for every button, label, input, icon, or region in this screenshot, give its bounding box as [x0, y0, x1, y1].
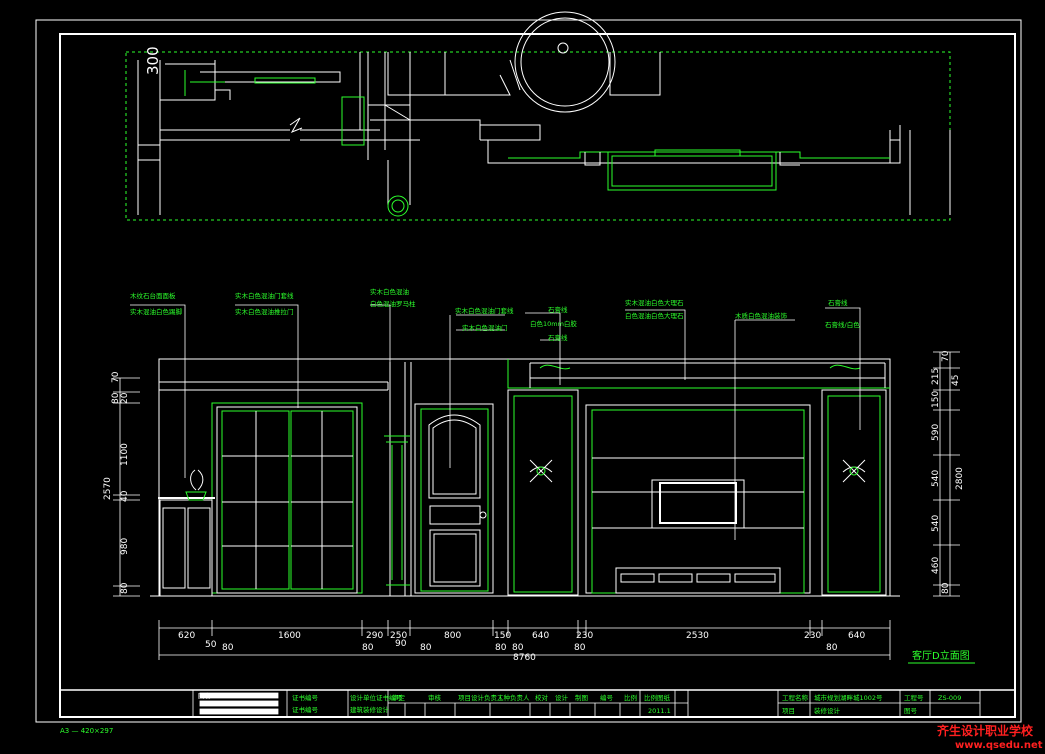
- dim-right-540a: 540: [931, 470, 941, 487]
- elevation-title: 客厅D立面图: [912, 649, 970, 662]
- dim-230-left: 230: [576, 631, 593, 641]
- paper-size: A3 — 420×297: [60, 727, 113, 735]
- note-16: 石膏线/白色: [825, 320, 860, 329]
- tb-header-4: 校对: [535, 693, 549, 702]
- tb-header-5: 设计: [555, 693, 569, 702]
- dim-left-40: 40: [120, 490, 130, 502]
- dim-right-460: 460: [931, 557, 941, 574]
- living-room-elevation: [150, 358, 900, 597]
- dim-left-1100: 1100: [120, 443, 130, 466]
- dim-left-80b: 80: [120, 582, 130, 594]
- tb-no-label: 工程号: [904, 693, 924, 702]
- tb-design-1: 设计单位证书编号: [350, 693, 403, 702]
- dim-80-f: 80: [574, 643, 586, 653]
- annotation-leaders: [130, 304, 861, 540]
- tb-header-8: 比例: [624, 693, 637, 702]
- note-12: 实木混油白色大理石: [625, 298, 684, 307]
- note-13: 白色混油白色大理石: [625, 311, 684, 320]
- tb-item-label: 项目: [782, 707, 795, 715]
- dim-total: 8760: [513, 653, 536, 663]
- note-11: 石膏线: [548, 333, 568, 342]
- note-14: 木质白色混油装饰: [735, 311, 788, 320]
- tb-proj-value: 城市规划湖畔城1002号: [814, 693, 883, 702]
- note-15: 石膏线: [828, 298, 848, 307]
- tb-header-1: 审核: [428, 693, 442, 702]
- note-10: 白色10mm白胶: [530, 319, 577, 328]
- dim-50: 50: [205, 640, 217, 650]
- dim-80-d: 80: [495, 643, 507, 653]
- dim-80-b: 80: [362, 643, 374, 653]
- ceiling-section-plan: [125, 11, 951, 221]
- tb-name-label: 图名: [198, 691, 211, 700]
- dim-left-20: 20: [120, 392, 130, 404]
- dim-80-c: 80: [420, 643, 432, 653]
- dim-230-right: 230: [804, 631, 821, 641]
- dim-left-80: 80: [111, 392, 121, 404]
- tb-design-2: 建筑装修设计: [350, 705, 390, 714]
- tb-proj-label: 工程名称: [782, 693, 809, 702]
- tb-item-value: 装修设计: [814, 706, 841, 715]
- dim-1600: 1600: [278, 631, 301, 641]
- tb-sheet-label: 图号: [904, 707, 918, 715]
- note-1: 木纹石台面面板: [130, 291, 176, 300]
- dim-left-total: 2570: [103, 477, 113, 500]
- dim-80-e: 80: [512, 643, 524, 653]
- note-8: 实木白色混油门: [462, 323, 508, 332]
- tb-header-2: 项目设计负责人: [458, 693, 504, 702]
- dim-620: 620: [178, 631, 195, 641]
- note-7: 实木白色混油门套线: [455, 306, 514, 315]
- dim-290: 290: [366, 631, 383, 641]
- dim-right-215: 215: [931, 368, 941, 385]
- dim-right-45: 45: [951, 375, 961, 386]
- note-5: 实木白色混油: [370, 287, 409, 296]
- title-block-lines: [59, 689, 1016, 718]
- tb-header-3: 工种负责人: [497, 693, 530, 702]
- tb-cert-2: 证书编号: [292, 705, 319, 714]
- tb-cert-1: 证书编号: [292, 693, 319, 702]
- watermark-school: 齐生设计职业学校: [937, 723, 1034, 738]
- tb-header-6: 制图: [575, 693, 588, 702]
- note-4: 实木白色混油推拉门: [235, 307, 294, 316]
- dim-right-70: 70: [941, 350, 951, 362]
- dimension-lines: [113, 351, 960, 660]
- watermark-url: www.qsedu.net: [955, 740, 1043, 751]
- dim-left-70: 70: [111, 371, 121, 383]
- dim-right-590: 590: [931, 424, 941, 441]
- dim-800: 800: [444, 631, 461, 641]
- note-3: 实木白色混油门套线: [235, 291, 294, 300]
- dim-640-right: 640: [848, 631, 865, 641]
- dim-2530: 2530: [686, 631, 709, 641]
- tb-scale-label: 比例图纸: [644, 693, 671, 702]
- note-6: 白色混油罗马柱: [370, 299, 416, 308]
- note-9: 石膏线: [548, 305, 568, 314]
- sheet-outer-frame: [35, 19, 1022, 723]
- tb-date: 2011.1: [648, 707, 671, 715]
- dim-150: 150: [494, 631, 511, 641]
- dim-80-a: 80: [222, 643, 234, 653]
- dim-640-left: 640: [532, 631, 549, 641]
- dim-250: 250: [390, 631, 407, 641]
- dim-left-980: 980: [120, 538, 130, 555]
- dim-right-80: 80: [941, 582, 951, 594]
- dim-right-540b: 540: [931, 515, 941, 532]
- dim-right-total: 2800: [955, 467, 965, 490]
- note-2: 实木混油白色踢脚: [130, 307, 183, 316]
- tb-header-7: 编号: [600, 693, 614, 702]
- dim-90: 90: [395, 639, 407, 649]
- dim-right-150: 150: [931, 391, 941, 408]
- tb-header-0: 审定: [392, 693, 406, 702]
- tb-no-value: ZS-009: [938, 694, 961, 702]
- section-dim-300: 300: [144, 46, 162, 75]
- dim-80-g: 80: [826, 643, 838, 653]
